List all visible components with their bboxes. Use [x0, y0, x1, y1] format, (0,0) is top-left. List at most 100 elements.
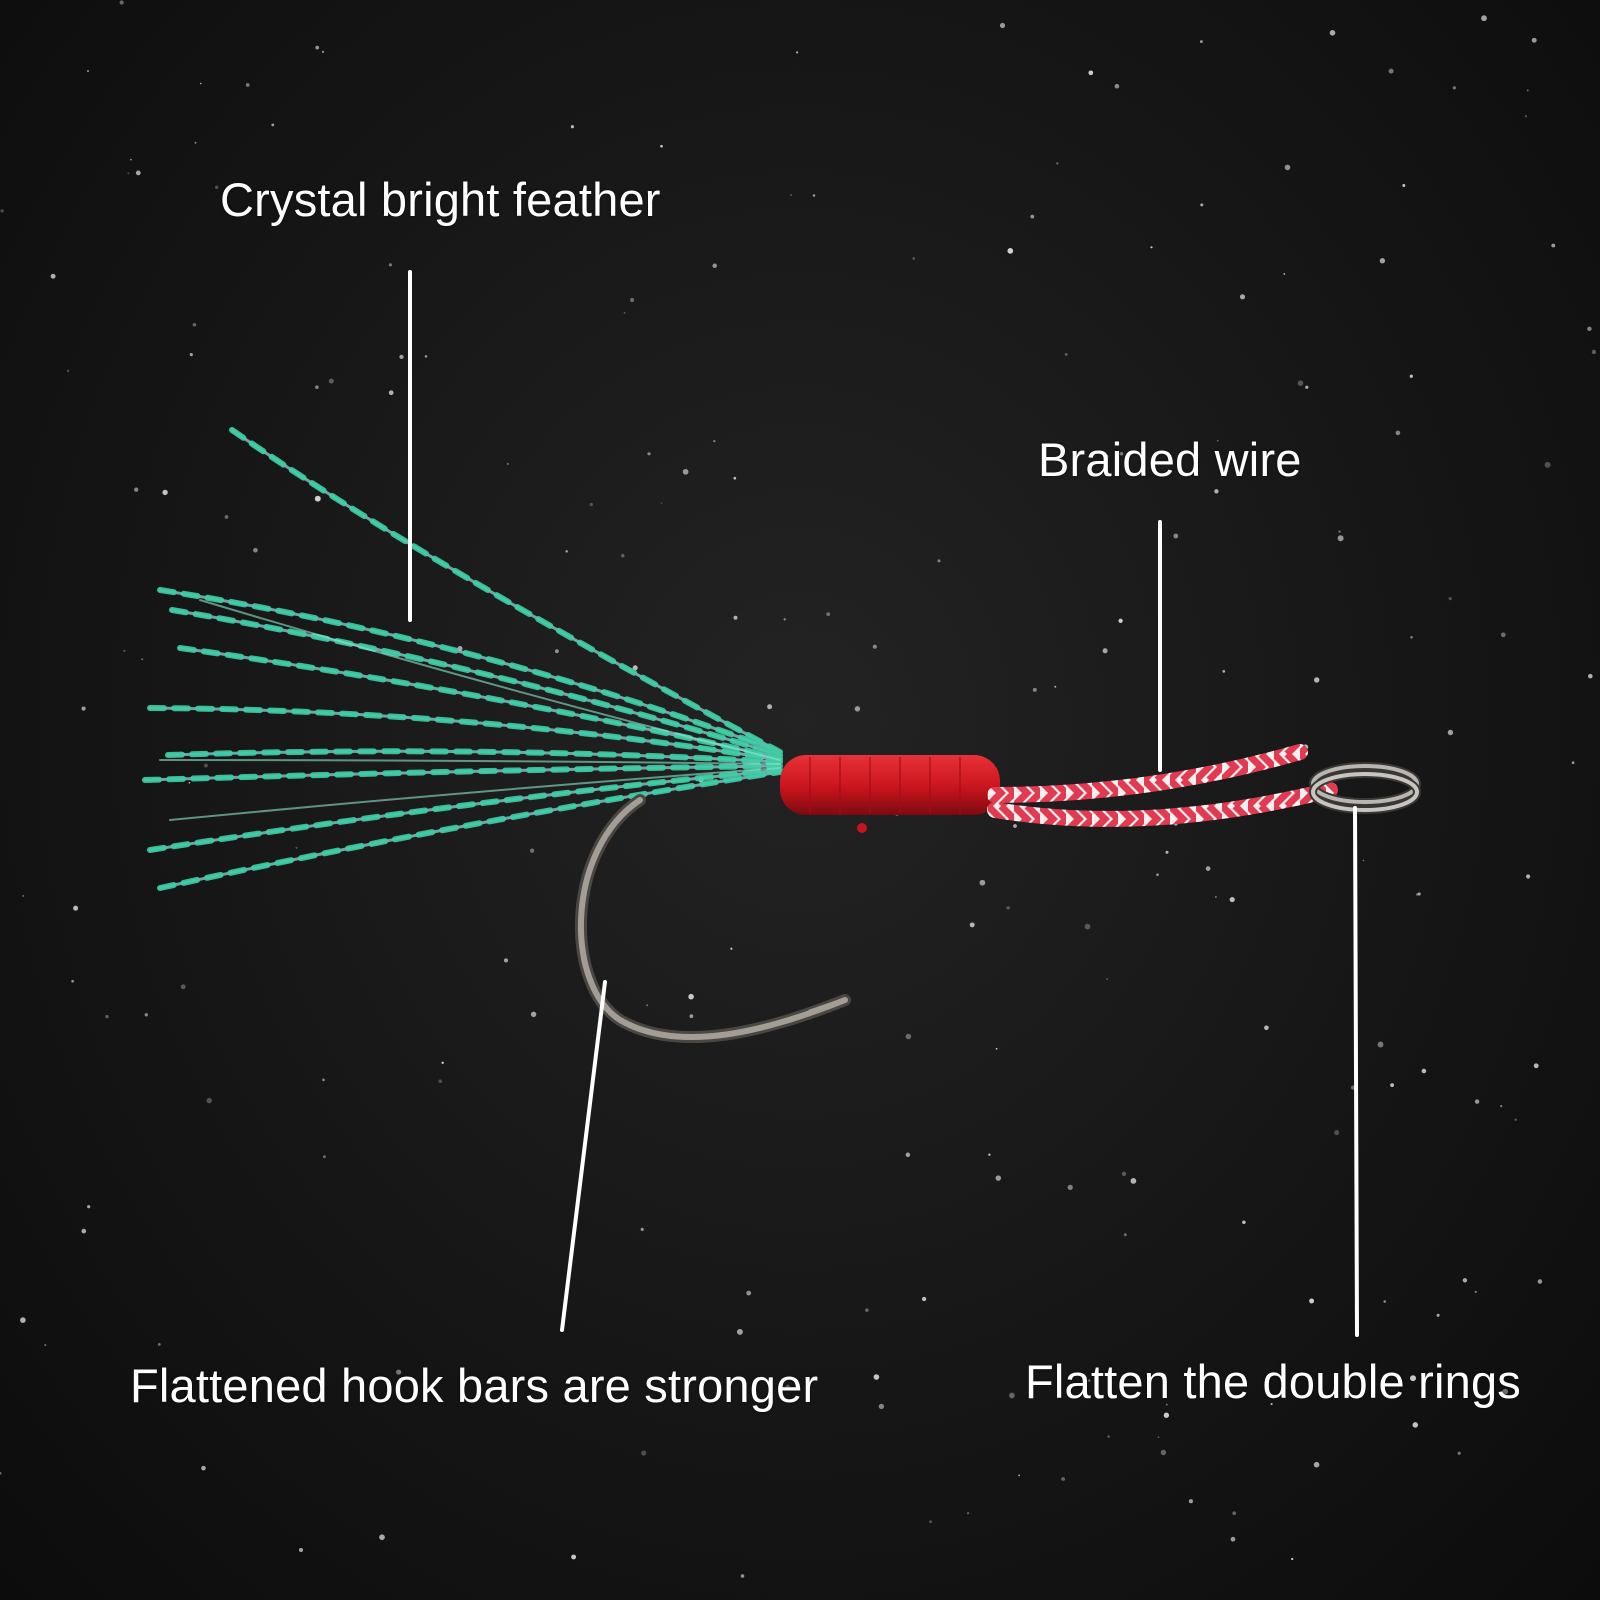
sparkle	[194, 141, 197, 144]
sparkle	[872, 644, 877, 649]
sparkle	[1118, 618, 1123, 623]
sparkle	[995, 1175, 1002, 1181]
sparkle	[1297, 380, 1304, 386]
sparkle	[1379, 258, 1386, 264]
sparkle	[1409, 374, 1413, 378]
sparkle	[162, 489, 168, 496]
sparkle	[50, 273, 56, 279]
sparkle	[1200, 203, 1204, 207]
sparkle	[1531, 37, 1537, 43]
sparkle	[1030, 214, 1035, 219]
sparkle	[119, 0, 124, 5]
sparkle	[790, 194, 793, 197]
sparkle	[1452, 86, 1456, 90]
sparkle	[660, 502, 663, 504]
sparkle	[746, 1290, 752, 1296]
sparkle	[0, 209, 4, 213]
sparkle	[1032, 687, 1037, 692]
sparkle	[812, 194, 816, 197]
sparkle	[966, 1511, 970, 1515]
sparkle	[1291, 1557, 1294, 1561]
sparkle	[1436, 1313, 1440, 1317]
sparkle	[571, 1554, 577, 1560]
sparkle	[73, 905, 79, 911]
sparkle	[1533, 1063, 1539, 1069]
sparkle	[1334, 1130, 1340, 1136]
sparkle	[1350, 1085, 1356, 1090]
sparkle	[1056, 162, 1059, 165]
callout-leader-lines	[408, 270, 1359, 1337]
sparkle	[399, 354, 404, 360]
sparkle	[388, 263, 393, 267]
sparkle	[105, 1014, 109, 1019]
sparkle	[969, 922, 975, 928]
sparkle	[314, 495, 321, 502]
sparkle	[0, 1471, 2, 1475]
sparkle	[144, 1013, 148, 1017]
sparkle	[1061, 1477, 1066, 1481]
sparkle	[632, 665, 638, 671]
sparkle	[1412, 1422, 1419, 1428]
sparkle	[783, 618, 786, 621]
sparkle	[141, 658, 144, 661]
sparkle	[81, 1228, 87, 1234]
sparkle	[199, 82, 202, 85]
sparkle	[1524, 115, 1528, 118]
sparkle	[1337, 535, 1344, 542]
sparkle	[1448, 596, 1452, 601]
sparkle	[322, 1155, 326, 1159]
sparkle	[1481, 15, 1487, 22]
thread-binding	[780, 755, 1000, 833]
sparkle	[1232, 1511, 1237, 1516]
sparkle	[1188, 1499, 1193, 1504]
sparkle	[730, 947, 733, 950]
sparkle	[1173, 533, 1179, 539]
sparkle	[905, 1033, 912, 1040]
sparkle	[660, 144, 663, 148]
sparkle	[388, 390, 394, 396]
sparkle	[81, 706, 86, 711]
sparkle	[1106, 978, 1108, 980]
label-flatten-double-rings: Flatten the double rings	[1025, 1355, 1522, 1408]
sparkle	[1338, 530, 1341, 533]
sparkle	[1222, 670, 1226, 673]
sparkle	[328, 378, 334, 384]
sparkle	[1587, 326, 1592, 332]
sparkle	[87, 1205, 91, 1209]
sparkle	[1088, 1379, 1091, 1382]
sparkle	[712, 263, 717, 269]
rings-leader-line	[1353, 806, 1359, 1337]
sparkle	[621, 554, 625, 558]
sparkle	[921, 1296, 927, 1302]
sparkle	[1313, 1461, 1320, 1468]
sparkle	[44, 1344, 47, 1347]
sparkle	[506, 462, 509, 465]
sparkle	[1156, 873, 1159, 877]
hook-leader-line	[560, 980, 607, 1332]
sparkle	[1329, 29, 1336, 36]
sparkle	[1421, 1068, 1427, 1074]
sparkle	[1067, 1184, 1073, 1191]
sparkle	[1514, 1118, 1517, 1121]
sparkle	[1114, 83, 1120, 89]
sparkle	[188, 781, 191, 784]
sparkle	[127, 172, 130, 175]
sparkle	[929, 1520, 933, 1524]
sparkle	[66, 369, 70, 373]
sparkle	[1395, 430, 1401, 436]
sparkle	[623, 312, 626, 314]
sparkle	[1500, 1104, 1503, 1108]
sparkle	[1054, 685, 1057, 688]
sparkle	[647, 452, 651, 456]
sparkle	[1007, 248, 1014, 254]
sparkle	[457, 646, 463, 651]
sparkle	[1205, 866, 1211, 871]
sparkle	[1588, 673, 1593, 679]
sparkle	[1160, 1449, 1167, 1456]
sparkle	[295, 846, 298, 849]
double-rings	[1309, 762, 1421, 814]
sparkle	[530, 1011, 537, 1018]
sparkle	[1377, 1041, 1384, 1048]
